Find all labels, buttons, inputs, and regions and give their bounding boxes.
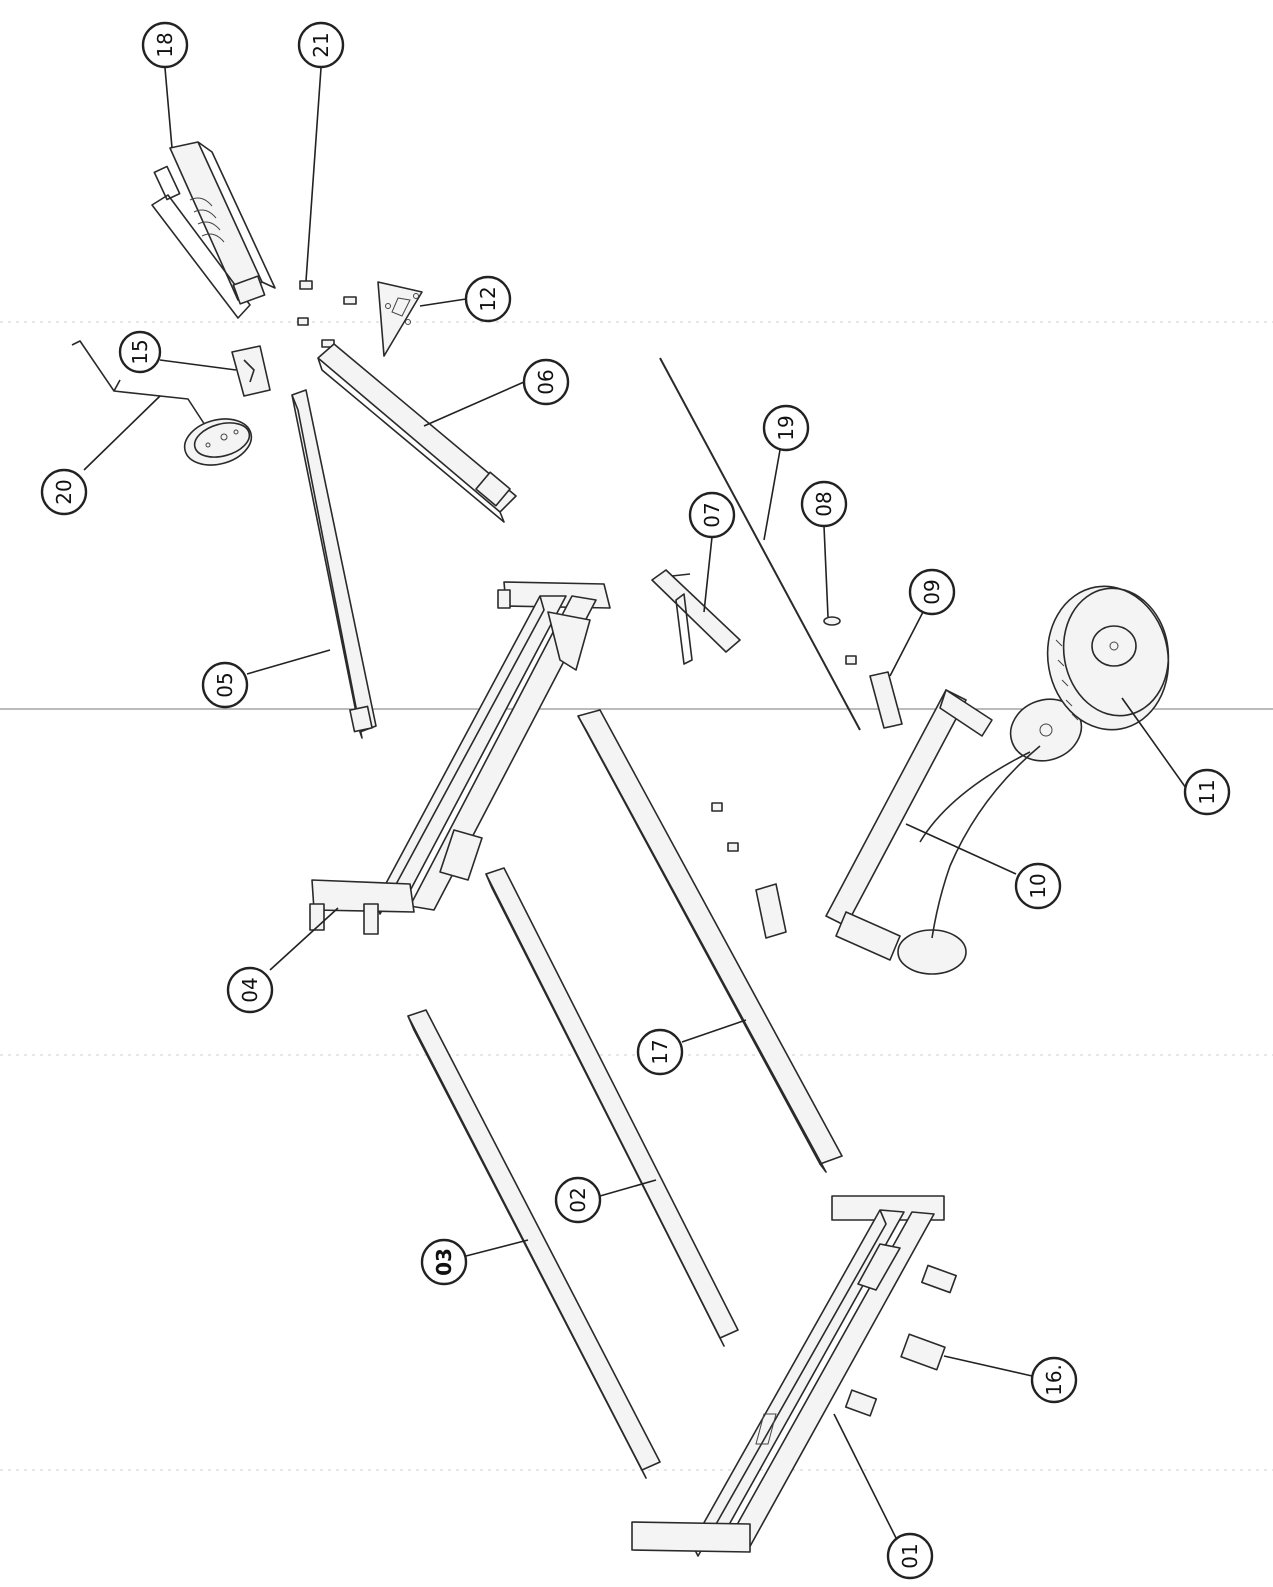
part-17-channel	[577, 709, 843, 1173]
part-09-block	[869, 671, 903, 729]
callout-18: 18	[141, 21, 189, 69]
callout-label: 21	[309, 32, 333, 57]
callout-label: 12	[476, 286, 500, 311]
small-hardware-pins	[297, 280, 857, 852]
callout-05: 05	[201, 661, 249, 709]
callout-label: 02	[566, 1187, 590, 1212]
callout-07: 07	[688, 491, 736, 539]
part-01-frame	[631, 1195, 957, 1557]
callout-label: 04	[238, 977, 262, 1002]
callout-label: 03	[432, 1248, 456, 1276]
small-spacer	[755, 883, 787, 939]
callout-17: 17	[636, 1028, 684, 1076]
part-06-angled-beam	[317, 343, 517, 523]
callout-16: 16.	[1030, 1356, 1078, 1404]
callout-06: 06	[522, 358, 570, 406]
callout-12: 12	[464, 275, 512, 323]
part-18-coupling	[151, 141, 276, 319]
callout-15: 15	[118, 330, 162, 374]
callout-11: 11	[1183, 768, 1231, 816]
part-03-channel	[407, 1009, 661, 1479]
callout-04: 04	[226, 966, 274, 1014]
part-07-bracket	[651, 569, 741, 665]
callout-01: 01	[886, 1532, 934, 1580]
callout-19: 19	[762, 404, 810, 452]
callout-label: 19	[774, 415, 798, 440]
callout-08: 08	[800, 480, 848, 528]
callout-20: 20	[40, 468, 88, 516]
callout-03: 03	[420, 1238, 468, 1286]
callout-10: 10	[1014, 862, 1062, 910]
callout-label: 20	[52, 479, 76, 504]
callout-label: 09	[920, 579, 944, 604]
callout-02: 02	[554, 1176, 602, 1224]
callout-label: 17	[648, 1039, 672, 1064]
callout-label: 01	[898, 1543, 922, 1568]
part-10-axle	[825, 689, 1083, 975]
part-20-jockey-wheel	[71, 340, 253, 466]
callout-21: 21	[297, 21, 345, 69]
part-11-wheel	[1046, 585, 1170, 731]
callout-label: 16.	[1042, 1364, 1066, 1396]
callout-label: 18	[153, 32, 177, 57]
leader-lines	[83, 67, 1187, 1563]
part-19-rod	[659, 357, 861, 731]
callout-label: 06	[534, 369, 558, 394]
callout-09: 09	[908, 568, 956, 616]
part-04-frame	[309, 581, 611, 935]
part-12-gusset-plate	[377, 281, 423, 357]
callout-label: 11	[1195, 779, 1219, 804]
part-05-beam	[291, 389, 377, 739]
callout-label: 07	[700, 502, 724, 527]
callout-label: 10	[1026, 873, 1050, 898]
callout-label: 08	[812, 491, 836, 516]
callout-label: 15	[128, 339, 152, 364]
callout-label: 05	[213, 672, 237, 697]
scan-fold-lines	[0, 321, 1273, 1471]
part-15-bracket	[231, 345, 271, 397]
